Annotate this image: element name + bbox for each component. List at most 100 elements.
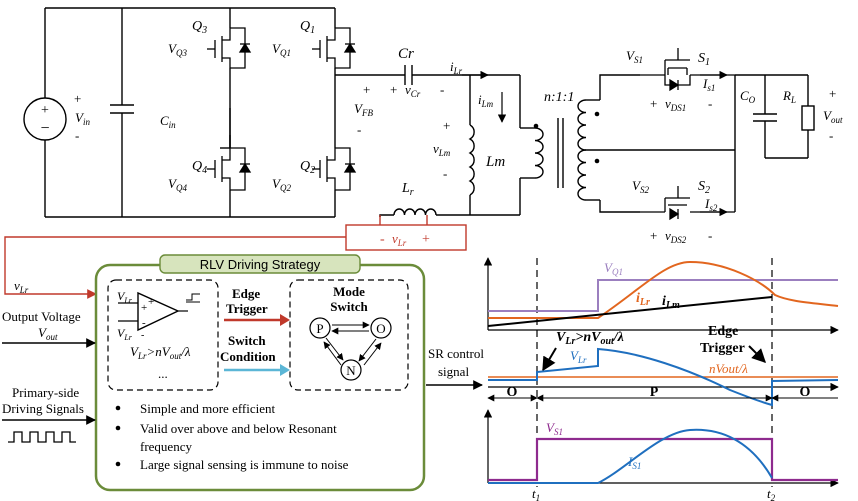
- comp-neg: -: [142, 317, 146, 329]
- vq1-wave-label: VQ1: [604, 260, 623, 277]
- vlm-label: vLm: [433, 141, 451, 158]
- svg-text:+: +: [41, 103, 49, 118]
- vq1-waveform: [488, 279, 838, 312]
- turns-ratio: n:1:1: [544, 90, 574, 105]
- comparator-symbol: [137, 291, 180, 332]
- wave-edge-trigger-1: Edge: [708, 324, 738, 339]
- mode-switch-label-2: Switch: [330, 299, 368, 314]
- mode-o2: O: [800, 385, 811, 400]
- t2-label: t2: [767, 486, 776, 501]
- mosfet-q2: [312, 147, 357, 191]
- vout-circuit-label: Vout: [823, 108, 843, 125]
- state-o: O: [376, 321, 385, 336]
- transformer: [534, 74, 650, 213]
- vout-plus: +: [829, 86, 836, 101]
- sr-control-label-2: signal: [438, 364, 469, 379]
- comp-vlr-label: VLr: [117, 289, 133, 305]
- vds1-plus: +: [650, 96, 657, 111]
- vcr-minus: -: [440, 82, 444, 97]
- sr-switch-s2: [640, 186, 735, 221]
- vin-label: Vin: [75, 110, 90, 127]
- strategy-title: RLV Driving Strategy: [200, 257, 321, 272]
- is2-circuit-label: Is2: [704, 196, 718, 213]
- vds1-minus: -: [708, 96, 712, 111]
- nvout-wave-label: nVout/λ: [709, 361, 748, 376]
- ilr-waveform: [488, 260, 839, 319]
- q4-label: Q4: [192, 159, 207, 176]
- lm-inductor: [468, 124, 475, 196]
- co-label: CO: [740, 88, 756, 105]
- ilm-waveform: [487, 296, 773, 327]
- output-voltage-label: Output Voltage: [2, 309, 81, 324]
- svg-text:−: −: [40, 120, 49, 137]
- ilr-wave-label: iLr: [636, 291, 650, 308]
- sr-control-label-1: SR control: [428, 346, 484, 361]
- edge-trigger-label-2: Trigger: [226, 301, 268, 316]
- mosfet-q1: [312, 27, 357, 69]
- vfb-plus: +: [363, 82, 370, 97]
- bullet-2: Valid over above and below Resonant: [140, 421, 337, 436]
- comp-plus: +: [148, 296, 154, 308]
- state-p: P: [316, 321, 323, 336]
- s1-label: S1: [698, 51, 710, 68]
- vs1-waveform: [488, 437, 838, 482]
- vlr-sense: [4, 215, 467, 299]
- bullet-1: Simple and more efficient: [140, 401, 276, 416]
- output-stage: [650, 74, 815, 212]
- sr-switch-s1: [640, 48, 735, 92]
- switch-condition-label-2: Condition: [220, 349, 276, 364]
- comp-condition: VLr>nVout/λ: [130, 344, 191, 361]
- state-n-circle: [340, 359, 362, 381]
- vcr-label: vCr: [405, 82, 421, 99]
- q1-label: Q1: [300, 19, 315, 36]
- vds2-plus: +: [650, 228, 657, 243]
- comp-pos: +: [141, 302, 147, 314]
- vout-input-label: Vout: [38, 325, 58, 342]
- edge-trigger-wave-arrow: [748, 345, 766, 363]
- rl-label: RL: [782, 88, 796, 105]
- vlm-minus: -: [443, 166, 447, 181]
- wave-condition: VLr>nVout/λ: [556, 330, 624, 347]
- q2-label: Q2: [300, 159, 315, 176]
- cin-label: Cin: [160, 113, 176, 130]
- comp-minus: -: [141, 330, 144, 341]
- mode-p: P: [650, 385, 659, 400]
- mode-switch-label-1: Mode: [333, 284, 365, 299]
- mode-switch-box: [289, 279, 409, 391]
- vin-plus: +: [74, 91, 81, 106]
- vlr-input-label: vLr: [14, 278, 29, 295]
- strategy-title-bar: [159, 254, 361, 274]
- switch-condition-label-1: Switch: [228, 333, 266, 348]
- mode-o1: O: [507, 385, 518, 400]
- vq4-label: VQ4: [168, 176, 187, 193]
- comp-ellipsis: ...: [158, 366, 168, 381]
- vlr-sense-label: vLr: [392, 231, 407, 248]
- ilm-wave-label: iLm: [662, 294, 680, 311]
- gate-pulse-icon: [8, 431, 76, 443]
- vds1-label: vDS1: [665, 96, 686, 113]
- primary-label-1: Primary-side: [12, 385, 79, 400]
- primary-label-2: Driving Signals: [2, 401, 84, 416]
- ilm-circuit-label: iLm: [478, 92, 494, 109]
- primary-dot: [533, 123, 539, 129]
- vcr-plus: +: [390, 82, 397, 97]
- vs1-circuit-label: VS1: [626, 48, 643, 65]
- vs1-wave-label: VS1: [546, 420, 563, 437]
- ilr-circuit-label: iLr: [450, 59, 463, 76]
- comparator-box: [107, 279, 219, 391]
- vlr-waveform: [488, 347, 839, 407]
- vfb-label: VFB: [354, 101, 373, 118]
- lr-inductor: [393, 208, 437, 216]
- condition-arrow: [542, 347, 557, 372]
- vlm-plus: +: [443, 118, 450, 133]
- is1-waveform: [488, 428, 773, 484]
- vout-minus: -: [829, 128, 833, 143]
- bullet-3: Large signal sensing is immune to noise: [140, 457, 349, 472]
- lm-label: Lm: [485, 154, 505, 170]
- vq2-label: VQ2: [272, 176, 291, 193]
- secondary-dot-2: [594, 158, 600, 164]
- state-transition-arrows: [323, 321, 382, 366]
- s2-label: S2: [698, 179, 710, 196]
- wave-edge-trigger-2: Trigger: [700, 341, 745, 356]
